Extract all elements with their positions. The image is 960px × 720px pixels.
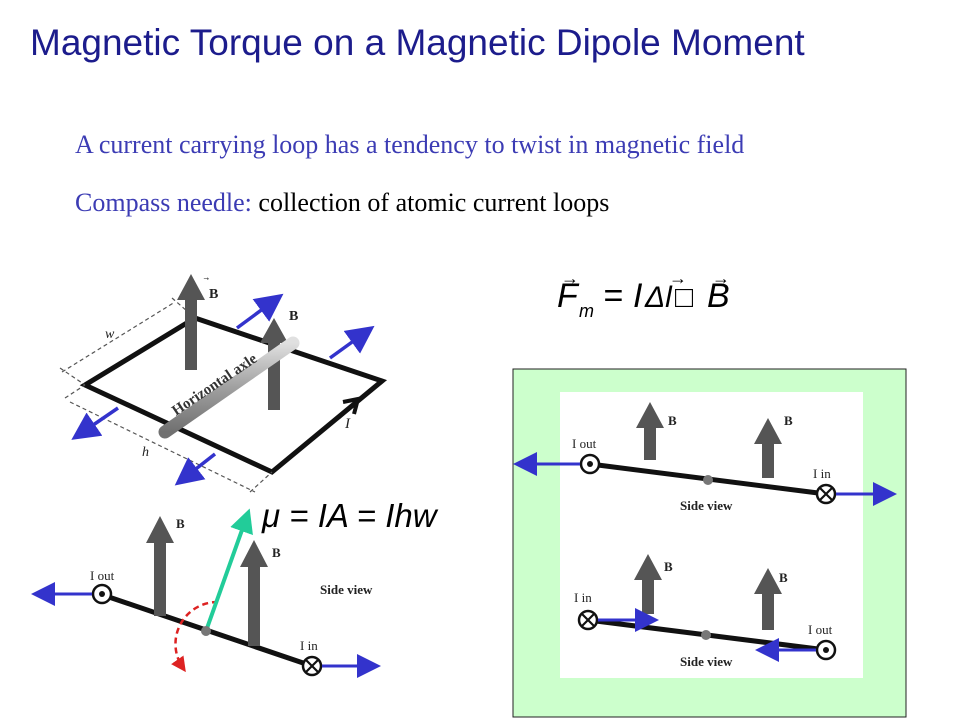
force-equation: F → m = I Δl → □ B →	[557, 268, 730, 321]
i-in-label: I in	[574, 590, 592, 605]
eq-box: □	[675, 281, 694, 314]
eq-m: m	[579, 301, 594, 321]
b-label: B	[784, 413, 793, 428]
loop-3d-figure: w h B ⃗ B Horizontal axle I	[59, 274, 388, 493]
i-out-label: I out	[572, 436, 597, 451]
eq-vec-l: →	[669, 268, 687, 288]
green-panel: B B I out I in Side view B B	[512, 368, 907, 718]
eq-F: F	[557, 277, 580, 315]
i-out-label: I out	[90, 568, 115, 583]
pivot-dot	[201, 626, 211, 636]
side-view-bottom: B B I in I out Side view	[574, 554, 837, 669]
b-arrow	[177, 274, 205, 370]
b-label: B	[176, 516, 185, 531]
b-arrow	[634, 554, 662, 614]
current-in-symbol	[301, 655, 323, 677]
dimension-h	[64, 384, 273, 493]
b-label: B	[779, 570, 788, 585]
bullet-compass-lead: Compass needle:	[75, 188, 259, 217]
b-label: B	[289, 309, 298, 324]
b-label: B	[209, 287, 218, 302]
bullet-twist: A current carrying loop has a tendency t…	[75, 130, 745, 159]
b-arrow	[240, 540, 268, 646]
eq-vec-B: →	[712, 268, 730, 288]
green-panel-inner	[560, 392, 863, 678]
side-view-label: Side view	[320, 582, 373, 597]
i-out-label: I out	[808, 622, 833, 637]
current-in-symbol	[815, 483, 837, 505]
i-in-label: I in	[300, 638, 318, 653]
mu-arrow	[204, 508, 253, 632]
pivot-dot	[701, 630, 711, 640]
w-label: w	[105, 327, 115, 342]
rotation-arc	[171, 600, 219, 673]
side-view-label: Side view	[680, 498, 733, 513]
current-arrowhead	[342, 396, 361, 415]
eq-B: B	[707, 277, 730, 315]
side-view-top: B B I out I in Side view	[513, 402, 897, 513]
axle-label: Horizontal axle	[169, 351, 260, 420]
eq-delta-l: Δl	[644, 281, 673, 314]
b-arrow	[146, 516, 174, 616]
eq-vec-F: →	[561, 268, 579, 288]
bullet-compass: Compass needle: collection of atomic cur…	[75, 188, 609, 218]
eq-I: I	[633, 277, 643, 315]
b-label: B	[664, 559, 673, 574]
current-in-symbol	[577, 609, 599, 631]
pivot-dot	[703, 475, 713, 485]
b-arrow	[754, 418, 782, 478]
h-label: h	[142, 445, 149, 460]
b-arrow	[636, 402, 664, 460]
slide-title: Magnetic Torque on a Magnetic Dipole Mom…	[30, 22, 805, 63]
b-vector-mark: ⃗	[203, 277, 209, 280]
current-arrow	[336, 401, 357, 420]
current-loop	[79, 315, 388, 475]
b-arrow	[754, 568, 782, 630]
mu-equation: μ = IA = Ihw	[261, 497, 439, 534]
dimension-w	[59, 297, 196, 386]
side-view-label: Side view	[680, 654, 733, 669]
eq-equals: =	[603, 277, 623, 315]
b-label: B	[668, 413, 677, 428]
b-label: B	[272, 545, 281, 560]
i-in-label: I in	[813, 466, 831, 481]
horizontal-axle	[158, 336, 300, 439]
current-label: I	[344, 416, 351, 432]
bullet-compass-rest: collection of atomic current loops	[258, 188, 610, 217]
force-arrows-3d	[71, 293, 375, 486]
side-view-left: B B I out I in Side view	[31, 508, 381, 678]
